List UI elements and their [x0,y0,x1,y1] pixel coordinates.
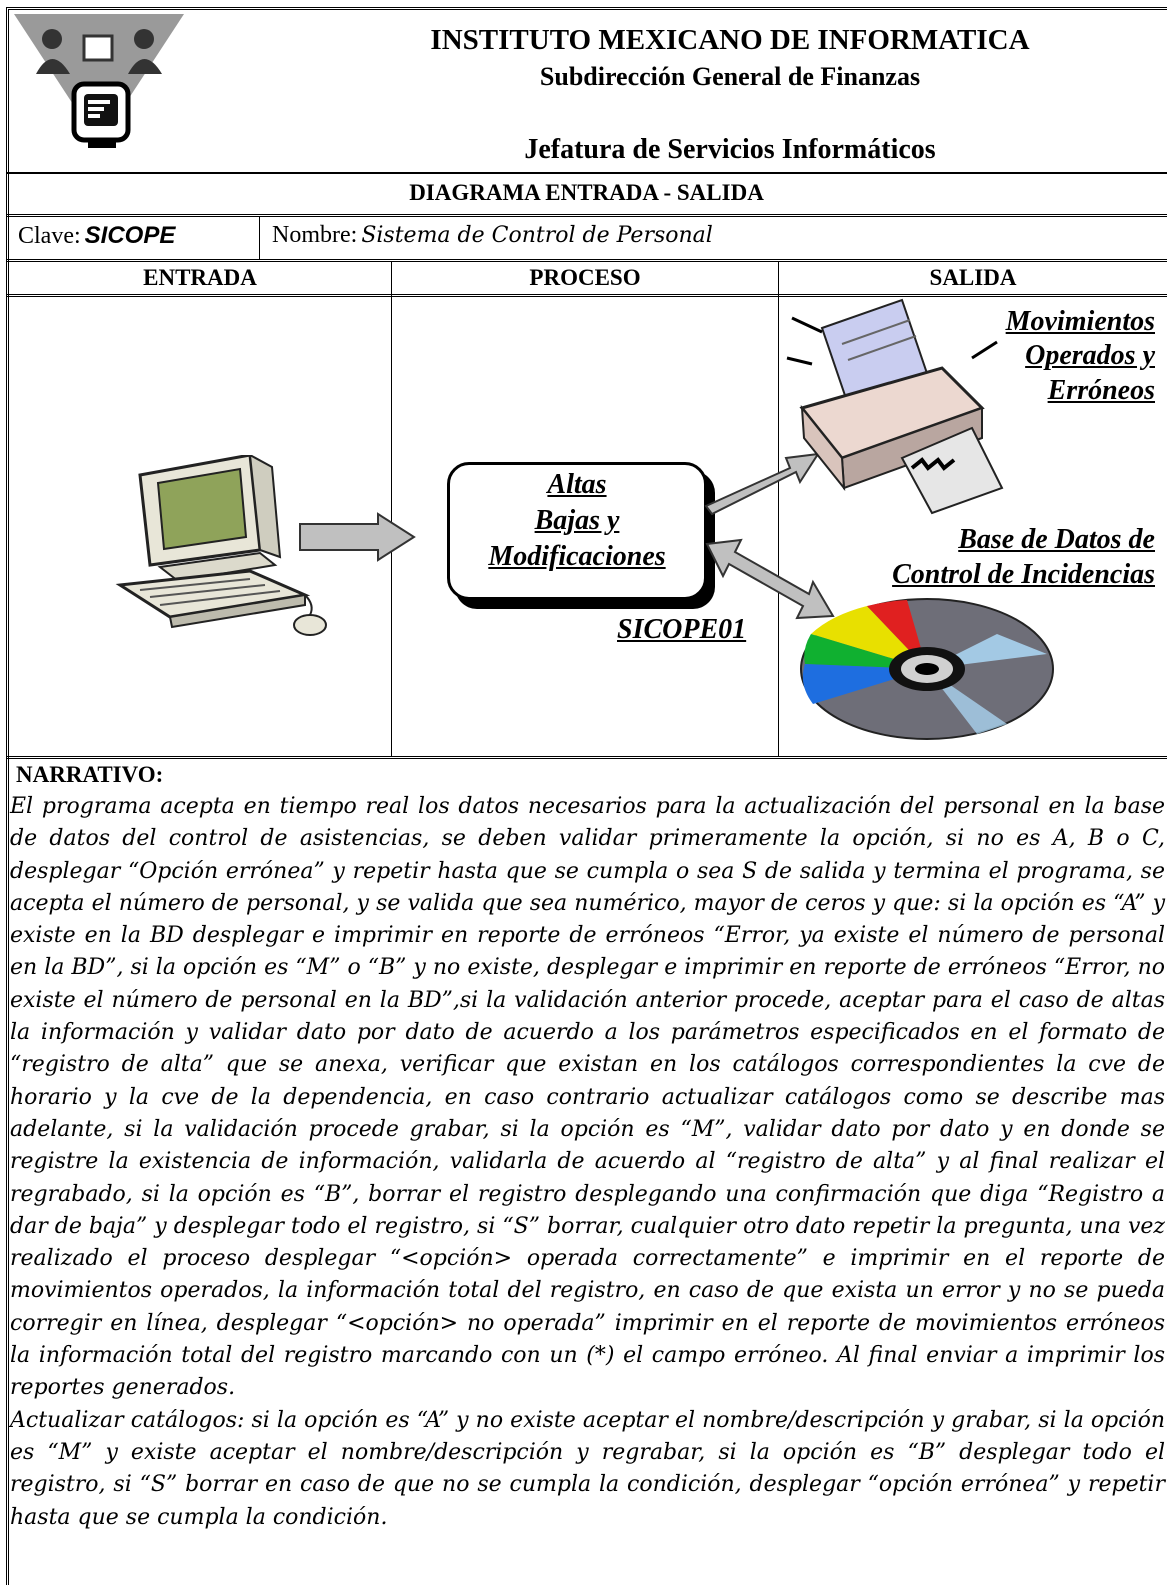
narrative-body: El programa acepta en tiempo real los da… [10,791,1165,1534]
nombre-label: Nombre: [272,222,358,248]
document-frame [6,7,1167,1585]
clave-field: Clave: SICOPE [18,222,175,250]
computer-icon [100,453,330,655]
process-line-altas: Altas [547,469,607,500]
subdirection-name: Subdirección General de Finanzas [539,62,921,91]
nombre-value: Sistema de Control de Personal [361,223,713,248]
arrow-right-icon [298,512,418,562]
clave-label: Clave: [18,223,81,249]
column-entrada-header: ENTRADA [143,265,257,290]
column-salida-header: SALIDA [929,265,1017,290]
printer-icon [782,298,1012,518]
process-box: Altas Bajas y Modificaciones [447,462,707,600]
process-line-modificaciones: Modificaciones [488,541,666,572]
nombre-field: Nombre: Sistema de Control de Personal [272,222,713,249]
clave-value: SICOPE [84,222,176,249]
narrative-paragraph-2: Actualizar catálogos: si la opción es “A… [10,1407,1165,1530]
column-proceso-header: PROCESO [529,265,641,290]
narrative-title: NARRATIVO: [16,762,164,787]
report-line3: Erróneos [1047,375,1155,406]
arrow-to-printer-icon [700,448,820,518]
compact-disc-icon [797,594,1057,744]
report-line2: Operados y [1025,340,1155,371]
report-line1: Movimientos [1005,306,1155,337]
institute-name: INSTITUTO MEXICANO DE INFORMATICA [430,24,1030,56]
program-name: SICOPE01 [617,614,747,645]
bidirectional-arrow-icon [705,536,835,626]
narrative-paragraph-1: El programa acepta en tiempo real los da… [10,794,1165,1401]
database-line1: Base de Datos de [958,524,1155,555]
process-line-bajas: Bajas y [534,505,620,536]
institute-logo-icon [14,14,184,164]
diagram-title: DIAGRAMA ENTRADA - SALIDA [409,180,764,205]
department-name: Jefatura de Servicios Informáticos [524,134,936,165]
database-line2: Control de Incidencias [892,559,1155,590]
